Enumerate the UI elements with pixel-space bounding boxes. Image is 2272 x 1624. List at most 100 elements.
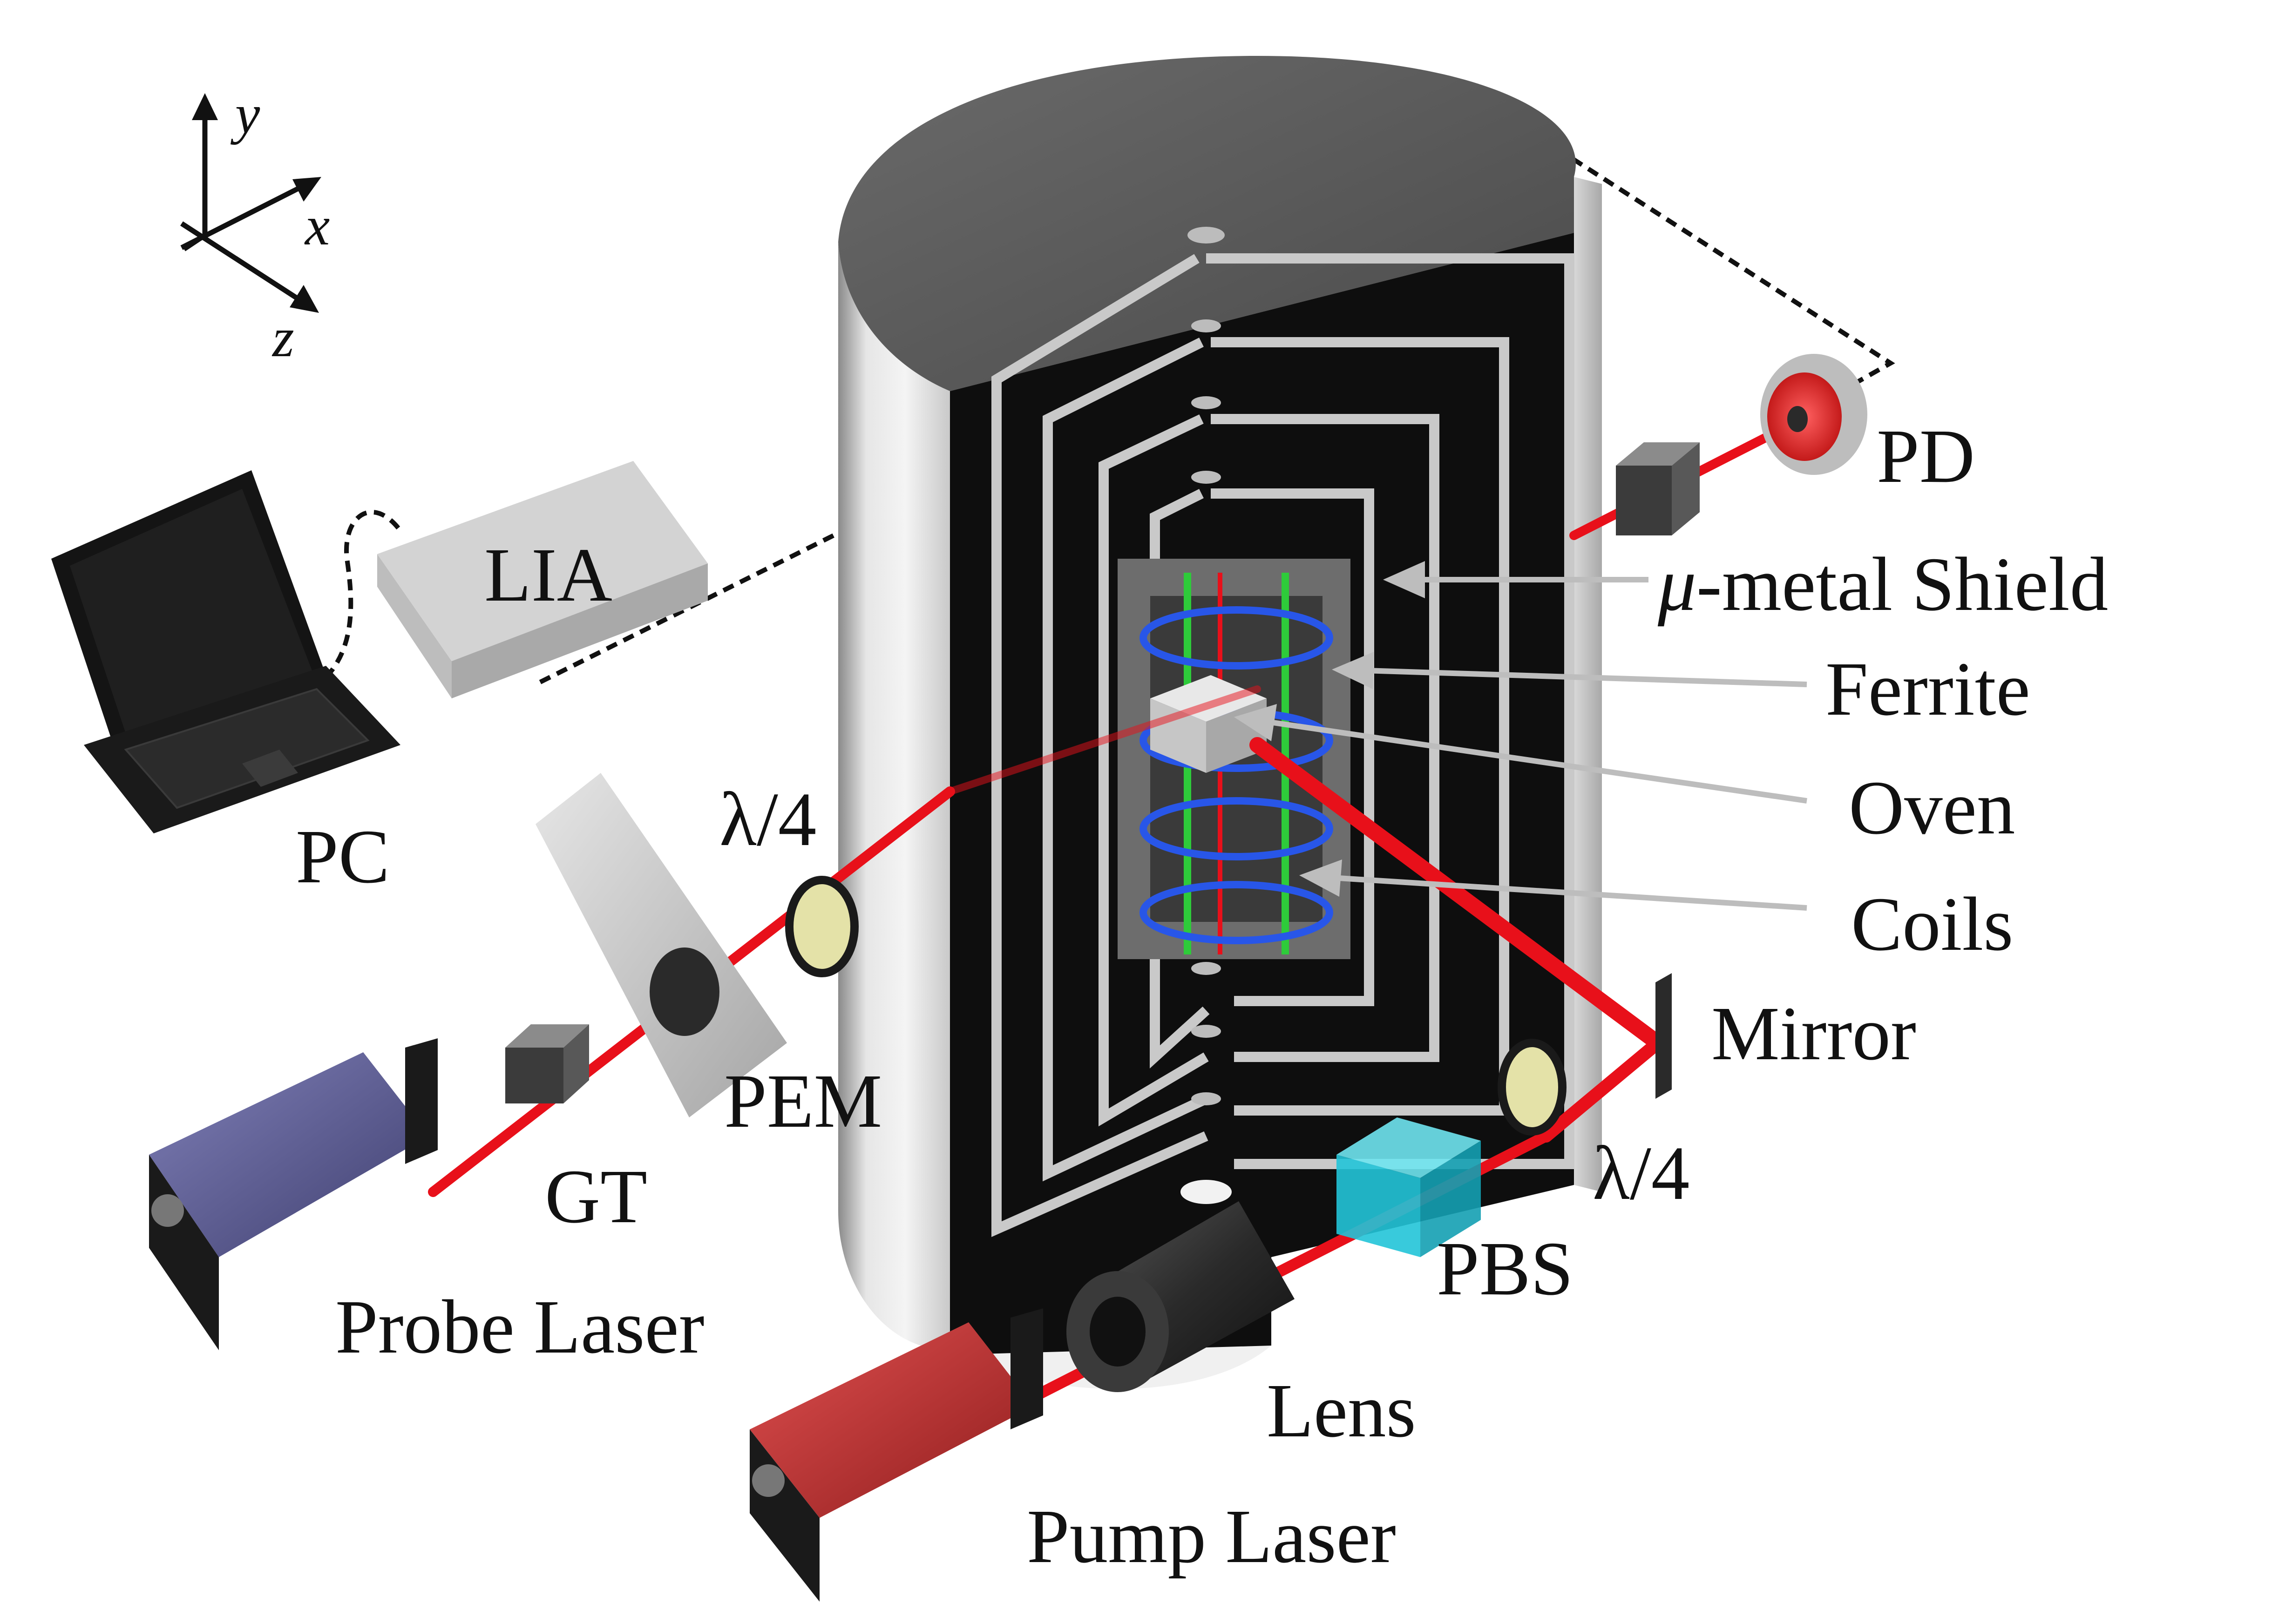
pump-laser-head-icon	[750, 1308, 1043, 1602]
shield-layer-2-left	[1043, 338, 1208, 1182]
pbs-label: PBS	[1437, 1226, 1573, 1311]
pointer-lines	[1266, 577, 1807, 911]
pd-label: PD	[1877, 413, 1975, 499]
shield-pointer-arrowhead	[1383, 561, 1425, 598]
mirror	[1655, 973, 1672, 1099]
pem-body	[536, 773, 787, 1117]
pem-label: PEM	[724, 1058, 882, 1144]
qwp-probe-plate	[785, 876, 859, 977]
shield-notches	[1180, 227, 1232, 1204]
laptop-keyboard	[124, 688, 370, 809]
pump-beam-to-mirror	[1540, 1036, 1664, 1143]
lens-label: Lens	[1267, 1368, 1416, 1453]
shield-layer-4	[1211, 488, 1374, 1006]
shield-top-lid	[838, 56, 1576, 391]
pc-to-lia-cable	[324, 509, 402, 679]
coils-pointer	[1331, 875, 1807, 911]
qwp-pump	[1498, 1039, 1567, 1136]
notch-top-1	[1187, 227, 1225, 244]
notch-top-3	[1191, 396, 1221, 409]
probe-laser-head-icon	[149, 1038, 438, 1350]
lock-in-amplifier-icon	[377, 461, 708, 698]
pd-polarizer-side	[1672, 442, 1700, 535]
coil-ring-3	[1139, 797, 1333, 860]
qwp-pump-plate	[1498, 1039, 1567, 1136]
shield-mu-symbol: μ	[1657, 541, 1696, 627]
pd-polarizer-front	[1616, 466, 1672, 535]
pbs-front	[1336, 1155, 1420, 1257]
pc-label: PC	[296, 814, 390, 899]
shield-layer-1-left	[991, 254, 1208, 1237]
lia-side	[377, 554, 452, 698]
coordinate-axes	[180, 93, 321, 313]
shield-right-side	[1574, 177, 1602, 1192]
lia-front	[452, 563, 708, 698]
lens	[1066, 1201, 1295, 1392]
shield-body-left	[838, 242, 950, 1350]
x-axis-arrowhead	[292, 177, 321, 202]
axis-back-stub	[182, 233, 207, 251]
oven-top	[1150, 675, 1267, 722]
pump-laser-label: Pump Laser	[1027, 1494, 1396, 1579]
notch-bottom-4	[1180, 1180, 1232, 1204]
y-axis-arrowhead	[192, 93, 218, 120]
shield-layer-2	[1211, 337, 1509, 1116]
pointer-arrowheads	[1234, 561, 1425, 897]
pem-modulator	[536, 773, 787, 1117]
pd-to-shield-cable	[1563, 151, 1895, 396]
z-axis-line	[180, 221, 302, 303]
mirror-label: Mirror	[1711, 991, 1916, 1076]
pump-laser-knob	[752, 1464, 785, 1497]
pd-center	[1787, 406, 1808, 432]
pump-beam-reflected	[1249, 737, 1666, 1051]
gt-polarizer	[505, 1024, 589, 1103]
mirror-body	[1655, 973, 1672, 1099]
gt-front	[505, 1048, 563, 1103]
laptop-screen	[70, 489, 312, 740]
lia-top	[377, 461, 708, 661]
lens-glass	[1090, 1297, 1146, 1367]
oven-label: Oven	[1849, 765, 2015, 850]
notch-bottom-2	[1191, 1025, 1221, 1038]
oven-pointer	[1266, 719, 1807, 804]
probe-laser-body	[149, 1052, 428, 1257]
probe-laser-label: Probe Laser	[335, 1284, 705, 1369]
coil-ring-4	[1139, 881, 1333, 944]
qwp-probe-label: λ/4	[719, 777, 816, 862]
pbs-top	[1336, 1117, 1481, 1178]
pump-laser-back-plate	[1011, 1308, 1043, 1429]
probe-laser-back-plate	[405, 1038, 438, 1164]
gt-label: GT	[545, 1154, 647, 1239]
notch-bottom-3	[1191, 1092, 1221, 1105]
coil-ring-1	[1139, 606, 1333, 670]
photodiode-icon	[1760, 354, 1867, 475]
y-axis-label: y	[230, 83, 260, 145]
lia-label: LIA	[484, 532, 612, 617]
gt-top	[505, 1024, 589, 1048]
pump-laser-body	[750, 1322, 1034, 1518]
pbs-side	[1420, 1141, 1481, 1257]
notch-top-2	[1191, 319, 1221, 332]
shield-layers	[991, 253, 1574, 1237]
shield-label: μ-metal Shield	[1657, 541, 2108, 627]
laptop-icon	[51, 470, 400, 833]
ferrite-label: Ferrite	[1825, 646, 2030, 731]
probe-laser-knob	[151, 1194, 184, 1227]
z-axis-arrowhead	[290, 285, 319, 313]
shield-label-text: -metal Shield	[1696, 541, 2108, 627]
laptop-touchpad	[242, 750, 298, 787]
coils-label: Coils	[1851, 881, 2013, 967]
notch-top-4	[1191, 471, 1221, 484]
qwp-pump-label: λ/4	[1593, 1130, 1689, 1216]
shield-layer-3-left	[1099, 414, 1209, 1127]
probe-beam-through-shield	[946, 685, 1261, 795]
x-axis-label: x	[304, 195, 330, 257]
notch-bottom-1	[1191, 962, 1221, 975]
pem-aperture	[650, 947, 719, 1036]
pd-polarizer	[1616, 442, 1700, 535]
z-axis-label: z	[271, 306, 294, 368]
ferrite-pointer-arrowhead	[1332, 652, 1374, 689]
qwp-probe	[785, 876, 859, 977]
gt-side	[563, 1024, 589, 1103]
